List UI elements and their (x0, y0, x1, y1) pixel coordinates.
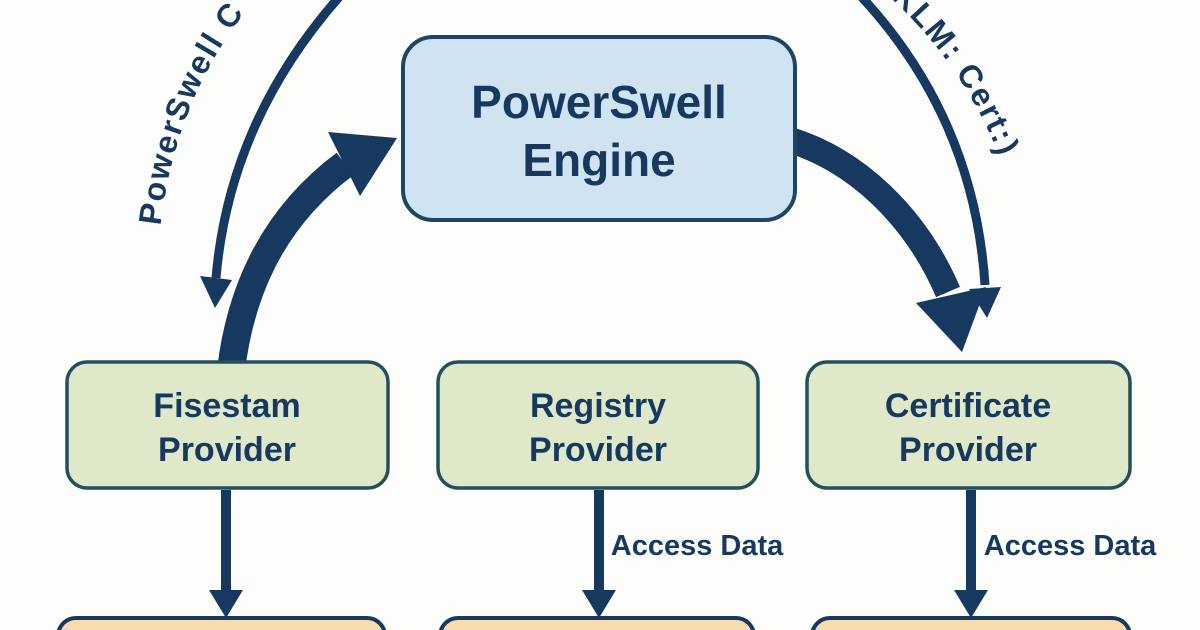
engine-to-certificate-arrow-line (785, 127, 960, 298)
certificate-datastore-box (810, 616, 1132, 630)
filesystem-to-engine-arrow-head (328, 132, 397, 196)
filesystem-to-engine-arrow-line (217, 152, 354, 372)
powerswell-engine-label-line2: Engine (522, 134, 675, 186)
registry-provider-box-shape (436, 360, 760, 490)
certificate-to-store-arrow-head (954, 590, 988, 618)
filesystem-to-store-arrow-head (209, 590, 243, 618)
registry-provider-label-line1: Registry (530, 387, 666, 425)
engine-to-certificate-arrow-head (916, 287, 986, 352)
certificate-provider-box: Certificate Provider (805, 360, 1132, 490)
certificate-access-data-label: Access Data (984, 530, 1157, 562)
engine-to-filesystem-arc-line (211, 0, 343, 279)
filesystem-provider-box: Fisestam Provider (65, 360, 390, 490)
registry-to-store-arrow: Access Data (582, 490, 784, 618)
filesystem-provider-label-line1: Fisestam (153, 387, 300, 425)
powerswell-engine-box: PowerSwell Engine (401, 35, 797, 222)
engine-to-certificate-arrow (785, 127, 986, 352)
engine-to-filesystem-arc-head (200, 276, 232, 308)
certificate-provider-label-line1: Certificate (885, 387, 1051, 425)
registry-access-data-label: Access Data (611, 530, 784, 562)
registry-to-store-arrow-head (582, 590, 616, 618)
powerswell-engine-label-line1: PowerSwell (471, 76, 727, 128)
powerswell-engine-box-shape (401, 35, 797, 222)
filesystem-datastore-box (56, 616, 387, 630)
filesystem-provider-box-shape (65, 360, 390, 490)
registry-provider-box: Registry Provider (436, 360, 760, 490)
certificate-to-store-arrow: Access Data (954, 490, 1157, 618)
registry-provider-label-line2: Provider (529, 431, 667, 469)
filesystem-to-store-arrow (209, 490, 243, 618)
filesystem-to-engine-arrow (217, 132, 397, 372)
engine-to-certificate-arc-line (858, 0, 990, 286)
engine-to-filesystem-arc (200, 0, 343, 308)
certificate-provider-box-shape (805, 360, 1132, 490)
registry-datastore-box (438, 616, 756, 630)
filesystem-provider-label-line2: Provider (158, 431, 296, 469)
certificate-provider-label-line2: Provider (899, 431, 1037, 469)
